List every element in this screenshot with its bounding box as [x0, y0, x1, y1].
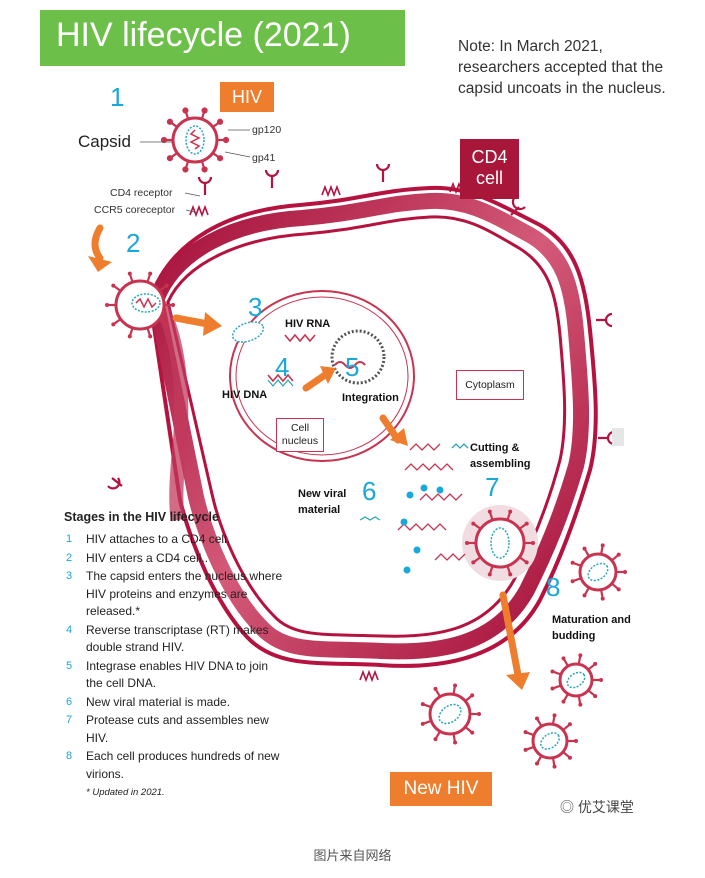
capsid-label: Capsid: [78, 132, 131, 151]
wechat-icon: ◎: [560, 799, 578, 815]
cd4-receptor-label: CD4 receptor: [110, 187, 173, 199]
stage-item: 8 Each cell produces hundreds of new viri…: [64, 748, 284, 783]
stage-number: 3: [66, 570, 73, 582]
gp120-label: gp120: [252, 124, 282, 136]
hiv-rna-label: HIV RNA: [285, 318, 331, 330]
cell-nucleus: [229, 290, 415, 462]
stage-text: Protease cuts and assembles new HIV.: [86, 713, 269, 745]
step-number-7: 7: [485, 472, 500, 502]
stage-text: Each cell produces hundreds of new virio…: [86, 749, 280, 781]
step-number-3: 3: [248, 292, 263, 322]
new-viral-material-label: New viral material: [298, 488, 347, 516]
stage-item: 5 Integrase enables HIV DNA to join the c…: [64, 658, 284, 693]
stage-number: 5: [66, 659, 73, 672]
hiv-virion-attaching: [114, 279, 166, 331]
stages-title: Stages in the HIV lifecycle: [64, 510, 219, 524]
step-number-8: 8: [546, 572, 561, 602]
hiv-tag: HIV: [220, 82, 274, 112]
cutting-assembling-label: Cutting & assembling: [470, 442, 531, 470]
stage-item: 4 Reverse transcriptase (RT) makes double…: [64, 622, 284, 657]
stage-item: 7 Protease cuts and assembles new HIV.: [64, 712, 284, 747]
cell-nucleus-label: Cell nucleus: [276, 418, 324, 452]
stage-text: HIV attaches to a CD4 cell.: [86, 532, 231, 546]
stage-item: 1 HIV attaches to a CD4 cell.: [64, 531, 284, 549]
step-number-4: 4: [275, 352, 290, 382]
maturation-budding-label: Maturation and budding: [552, 614, 631, 642]
stage-number: 8: [66, 750, 73, 762]
page-title: HIV lifecycle (2021): [56, 16, 351, 54]
step-number-5: 5: [345, 352, 360, 382]
step-number-1: 1: [110, 82, 125, 112]
title-banner: [40, 10, 405, 66]
stage-item: 3 The capsid enters the nucleus where HIV…: [64, 568, 284, 621]
image-credit: 图片来自网络: [313, 848, 392, 863]
stage-number: 2: [66, 551, 73, 564]
stage-text: Reverse transcriptase (RT) makes double …: [86, 622, 269, 655]
stage-number: 7: [66, 714, 73, 726]
stage-item: 2 HIV enters a CD4 cell..: [64, 550, 284, 568]
stage-number: 6: [66, 695, 73, 708]
stage-text: New viral material is made.: [86, 694, 231, 709]
new-hiv-tag: New HIV: [390, 772, 492, 806]
watermark: ◎ 优艾课堂: [560, 797, 634, 817]
stage-number: 1: [66, 533, 73, 545]
stage-item: 6 New viral material is made.: [64, 694, 284, 712]
integration-label: Integration: [342, 392, 399, 404]
stage-text: HIV enters a CD4 cell..: [86, 550, 209, 565]
cd4-cell-tag: CD4 cell: [460, 139, 519, 199]
hiv-dna-label: HIV DNA: [222, 389, 268, 401]
stage-text: The capsid enters the nucleus where HIV …: [86, 569, 283, 618]
step-number-6: 6: [362, 476, 377, 506]
step-number-2: 2: [126, 228, 141, 258]
footnote: * Updated in 2021.: [86, 787, 165, 798]
cytoplasm-label: Cytoplasm: [456, 370, 524, 400]
stage-number: 4: [66, 623, 73, 636]
watermark-text: 优艾课堂: [577, 799, 634, 815]
stage-text: Integrase enables HIV DNA to join the ce…: [86, 658, 269, 691]
hiv-virion-budding: [462, 505, 538, 581]
stages-list: Stages in the HIV lifecycle 1 HIV attache…: [64, 510, 284, 798]
hiv-virion-top: [171, 116, 219, 164]
entry-channel: [153, 301, 189, 522]
cell-membrane: [147, 185, 598, 668]
note-text: Note: In March 2021, researchers accepte…: [458, 38, 666, 97]
ccr5-label: CCR5 coreceptor: [94, 204, 176, 216]
hiv-new-virions: [420, 543, 627, 769]
gp41-label: gp41: [252, 152, 276, 164]
